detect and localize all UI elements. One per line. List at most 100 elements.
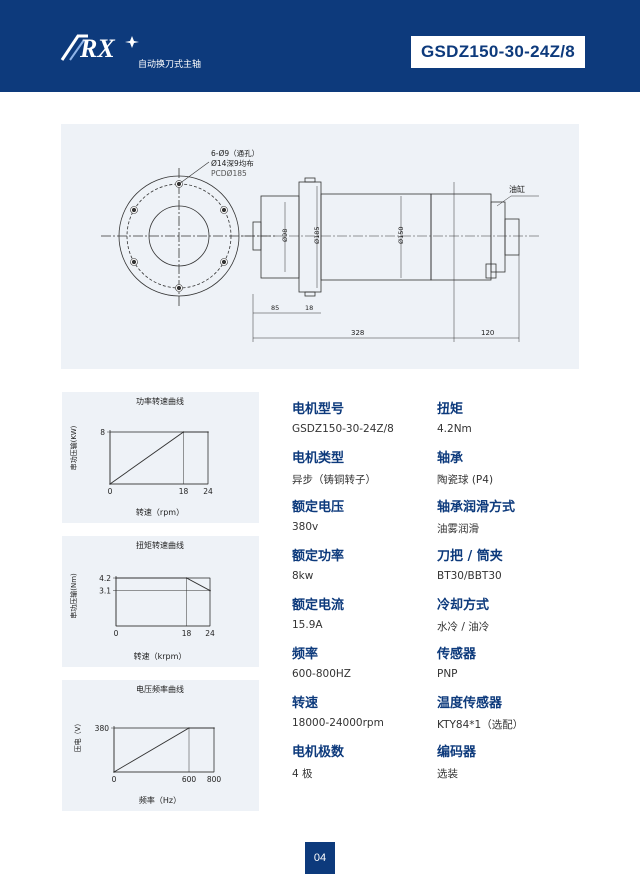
hole-leader: [178, 161, 210, 185]
y-tick-label: 380: [95, 724, 110, 733]
chart-ylabel: 压电（V）: [73, 720, 82, 753]
spec-label: 轴承: [437, 451, 464, 466]
y-tick-label: 4.2: [99, 574, 111, 583]
oil-cylinder-label: 油缸: [509, 184, 525, 194]
spec-value: 4.2Nm: [437, 423, 472, 435]
spec-motor-model: 电机型号 GSDZ150-30-24Z/8: [292, 398, 394, 435]
dim-328: 328: [351, 329, 364, 337]
data-point: [188, 727, 190, 729]
spec-rated-power: 额定功率 8kw: [292, 545, 344, 582]
chart-power-speed: 功率转速曲线 串功压输(KW) 转速（rpm） 0 18 24 8: [62, 392, 259, 523]
plot-frame: [109, 431, 209, 485]
dia-label-2: Ø185: [313, 226, 321, 244]
data-point: [109, 483, 111, 485]
brand-logo: RX: [60, 34, 139, 63]
spec-bearing: 轴承 陶瓷球 (P4): [437, 447, 493, 487]
spec-value: 380v: [292, 521, 319, 533]
drawing-svg: 6-Ø9（通孔） Ø14深9均布 PCDØ185: [101, 148, 539, 342]
chart-xlabel: 频率（Hz）: [139, 795, 181, 805]
spec-value: 8kw: [292, 570, 314, 582]
spec-value: GSDZ150-30-24Z/8: [292, 423, 394, 435]
model-title: GSDZ150-30-24Z/8: [420, 42, 576, 61]
x-tick-label: 24: [203, 487, 213, 496]
spec-label: 电机型号: [292, 402, 345, 417]
plot-frame: [115, 577, 211, 627]
hole-note-1: 6-Ø9（通孔）: [211, 148, 259, 158]
spec-temp-sensor: 温度传感器 KTY84*1（选配）: [437, 692, 523, 732]
data-point: [213, 727, 215, 729]
spec-label: 额定电压: [292, 500, 345, 515]
technical-drawing: 6-Ø9（通孔） Ø14深9均布 PCDØ185: [61, 124, 579, 369]
dia-label-3: Ø150: [397, 226, 405, 244]
hole-note-2: Ø14深9均布: [211, 158, 254, 168]
spec-value: 水冷 / 油冷: [437, 621, 490, 633]
spec-poles: 电机极数 4 极: [292, 741, 344, 781]
spec-value: KTY84*1（选配）: [437, 719, 524, 731]
chart-xlabel: 转速（rpm）: [136, 507, 184, 517]
side-view: [252, 177, 520, 297]
spec-cooling: 冷却方式 水冷 / 油冷: [437, 594, 489, 634]
spec-value: 油雾润滑: [437, 523, 479, 535]
chart-xlabel: 转速（krpm）: [134, 651, 187, 661]
spec-label: 轴承润滑方式: [437, 500, 516, 515]
spec-label: 频率: [292, 647, 319, 662]
x-tick-label: 0: [108, 487, 113, 496]
dimension-lines: [252, 182, 539, 342]
spec-label: 刀把 / 筒夹: [437, 549, 503, 564]
data-point: [209, 589, 211, 592]
y-tick-label: 3.1: [99, 587, 111, 596]
spec-encoder: 编码器 选装: [437, 741, 476, 781]
spec-rated-voltage: 额定电压 380v: [292, 496, 344, 533]
data-point: [185, 577, 188, 579]
spec-lubrication: 轴承润滑方式 油雾润滑: [437, 496, 515, 536]
data-point: [115, 577, 117, 579]
model-badge: GSDZ150-30-24Z/8: [410, 35, 586, 69]
chart-svg-2: 电压频率曲线 压电（V） 频率（Hz） 0 600 800 380: [73, 684, 222, 805]
series-line: [109, 431, 208, 485]
spec-tool-holder: 刀把 / 筒夹 BT30/BBT30: [437, 545, 503, 582]
spec-sensor: 传感器 PNP: [437, 643, 476, 680]
pcd-note: PCDØ185: [211, 169, 247, 178]
dim-120: 120: [481, 329, 494, 337]
spec-label: 电机类型: [292, 451, 345, 466]
spec-value: 异步（铸铜转子）: [292, 474, 376, 486]
series-line: [116, 577, 211, 591]
spec-value: PNP: [437, 668, 458, 680]
chart-svg-0: 功率转速曲线 串功压输(KW) 转速（rpm） 0 18 24 8: [69, 396, 213, 517]
x-tick-label: 24: [205, 629, 215, 638]
logo-text: RX: [79, 34, 115, 63]
chart-title: 扭矩转速曲线: [136, 540, 184, 550]
spec-label: 转速: [292, 696, 319, 711]
y-tick-label: 8: [100, 428, 105, 437]
chart-ylabel: 串功压输(KW): [69, 425, 78, 470]
spec-label: 冷却方式: [437, 598, 490, 613]
x-tick-label: 600: [182, 775, 197, 784]
x-tick-label: 0: [112, 775, 117, 784]
spec-label: 扭矩: [437, 402, 464, 417]
spec-label: 温度传感器: [437, 696, 503, 711]
x-tick-label: 0: [114, 629, 119, 638]
spec-value: 15.9A: [292, 619, 323, 631]
spec-torque: 扭矩 4.2Nm: [437, 398, 472, 435]
spec-label: 传感器: [437, 647, 477, 662]
chart-title: 电压频率曲线: [136, 684, 184, 694]
dim-18: 18: [305, 304, 313, 312]
plot-frame: [113, 727, 215, 773]
header-subtitle: 自动换刀式主轴: [138, 60, 202, 70]
spec-value: BT30/BBT30: [437, 570, 502, 582]
spec-frequency: 频率 600-800HZ: [292, 643, 351, 680]
x-tick-label: 18: [182, 629, 192, 638]
bolt-holes: [130, 180, 228, 292]
spec-label: 电机极数: [292, 745, 345, 760]
spec-value: 4 极: [292, 768, 313, 780]
chart-title: 功率转速曲线: [136, 396, 184, 406]
page-number: 04: [305, 842, 335, 874]
x-tick-label: 800: [207, 775, 222, 784]
series-line: [113, 727, 214, 773]
page-header: RX 自动换刀式主轴 GSDZ150-30-24Z/8: [0, 0, 640, 92]
spec-value: 陶瓷球 (P4): [437, 474, 494, 486]
spec-rated-current: 额定电流 15.9A: [292, 594, 344, 631]
x-tick-label: 18: [179, 487, 189, 496]
